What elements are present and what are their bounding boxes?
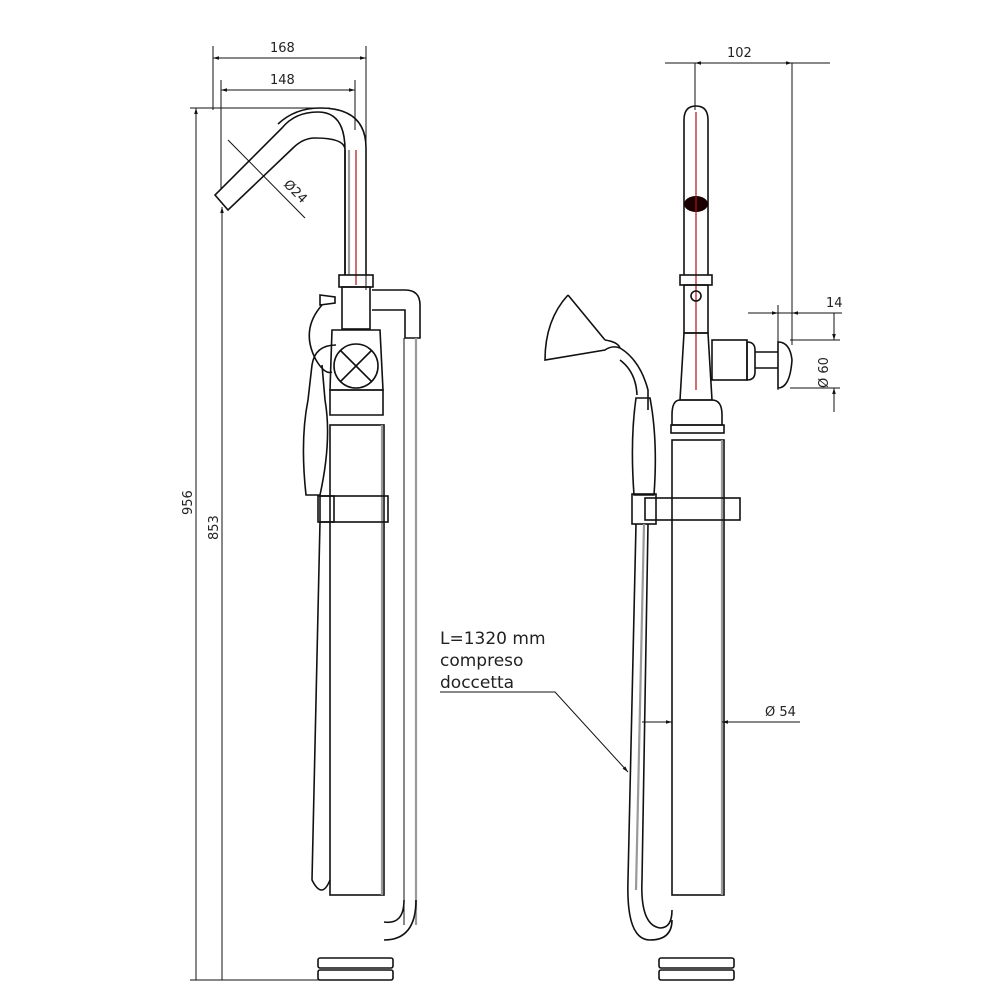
dim-label-d60: Ø 60 [817,357,832,388]
column-front [631,399,741,896]
hand-shower-side [302,344,389,891]
side-view: 168 148 956 853 Ø2 [181,41,421,981]
dim-14-d60: 14 Ø 60 [748,296,843,412]
note-line-2: compreso [440,651,523,671]
dim-label-168: 168 [270,41,295,56]
spout: Ø24 [213,107,367,285]
dim-label-14: 14 [826,296,843,311]
front-view: 102 14 Ø 60 [440,46,843,981]
dim-label-853: 853 [207,515,222,540]
dim-148: 148 [220,73,356,190]
dim-102: 102 [665,46,830,345]
dim-label-102: 102 [727,46,752,61]
base-front [658,957,735,981]
note-line-3: doccetta [440,673,514,693]
note-line-1: L=1320 mm [440,629,546,649]
base-side [317,957,394,981]
dim-853: 853 [207,207,224,980]
hose-length-note: L=1320 mm compreso doccetta [440,629,629,773]
dim-label-956: 956 [181,490,196,515]
dim-label-d24: Ø24 [280,177,310,207]
valve-body [308,274,421,941]
spout-front [679,105,793,401]
hand-shower-front [544,294,673,941]
dim-956: 956 [181,107,330,981]
dim-label-148: 148 [270,73,295,88]
dim-label-d54: Ø 54 [765,705,796,720]
dim-d54: Ø 54 [642,705,800,724]
